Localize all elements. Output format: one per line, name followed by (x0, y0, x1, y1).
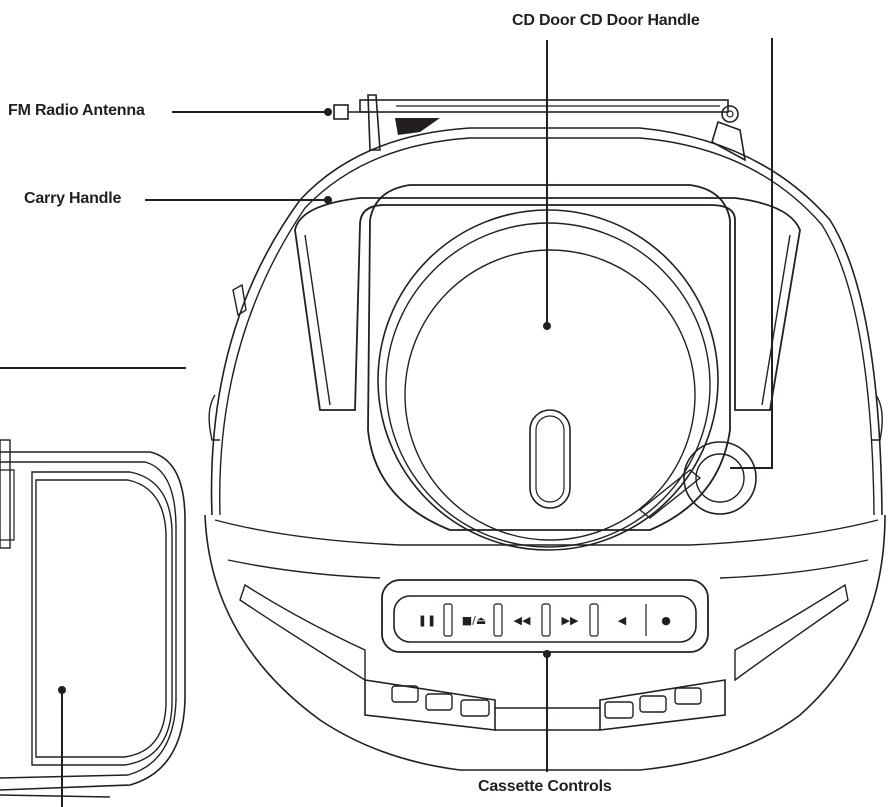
boombox-front-view (204, 94, 886, 771)
cassette-buttons: ❚❚ ■/⏏ ◀◀ ▶▶ ◀ ● (418, 614, 671, 627)
fm-antenna-label: FM Radio Antenna (8, 102, 145, 119)
callout-lines (0, 38, 773, 807)
record-button[interactable]: ● (661, 614, 671, 627)
cassette-button-dividers (443, 603, 599, 637)
cassette-controls-label: Cassette Controls (478, 778, 612, 795)
carry-handle (294, 197, 801, 411)
carry-handle-dot (324, 196, 332, 204)
pause-button[interactable]: ❚❚ (418, 614, 436, 627)
fast-forward-button[interactable]: ▶▶ (562, 614, 579, 627)
side-view-unit (0, 439, 186, 798)
rewind-button[interactable]: ◀◀ (514, 614, 531, 627)
carry-handle-label: Carry Handle (24, 190, 122, 207)
cd-door-handle (683, 441, 757, 515)
fm-antenna-dot (324, 108, 332, 116)
cd-door-dot (543, 322, 551, 330)
cd-door-label: CD Door CD Door Handle (512, 12, 700, 29)
antenna-rod (333, 94, 747, 162)
cd-door (367, 184, 757, 551)
cassette-controls-dot (543, 650, 551, 658)
lower-button-strip (364, 679, 726, 731)
play-button[interactable]: ◀ (618, 614, 627, 627)
side-panel-dot (58, 686, 66, 694)
cd-door-handle-leader (730, 38, 773, 469)
stop-eject-button[interactable]: ■/⏏ (462, 614, 487, 627)
